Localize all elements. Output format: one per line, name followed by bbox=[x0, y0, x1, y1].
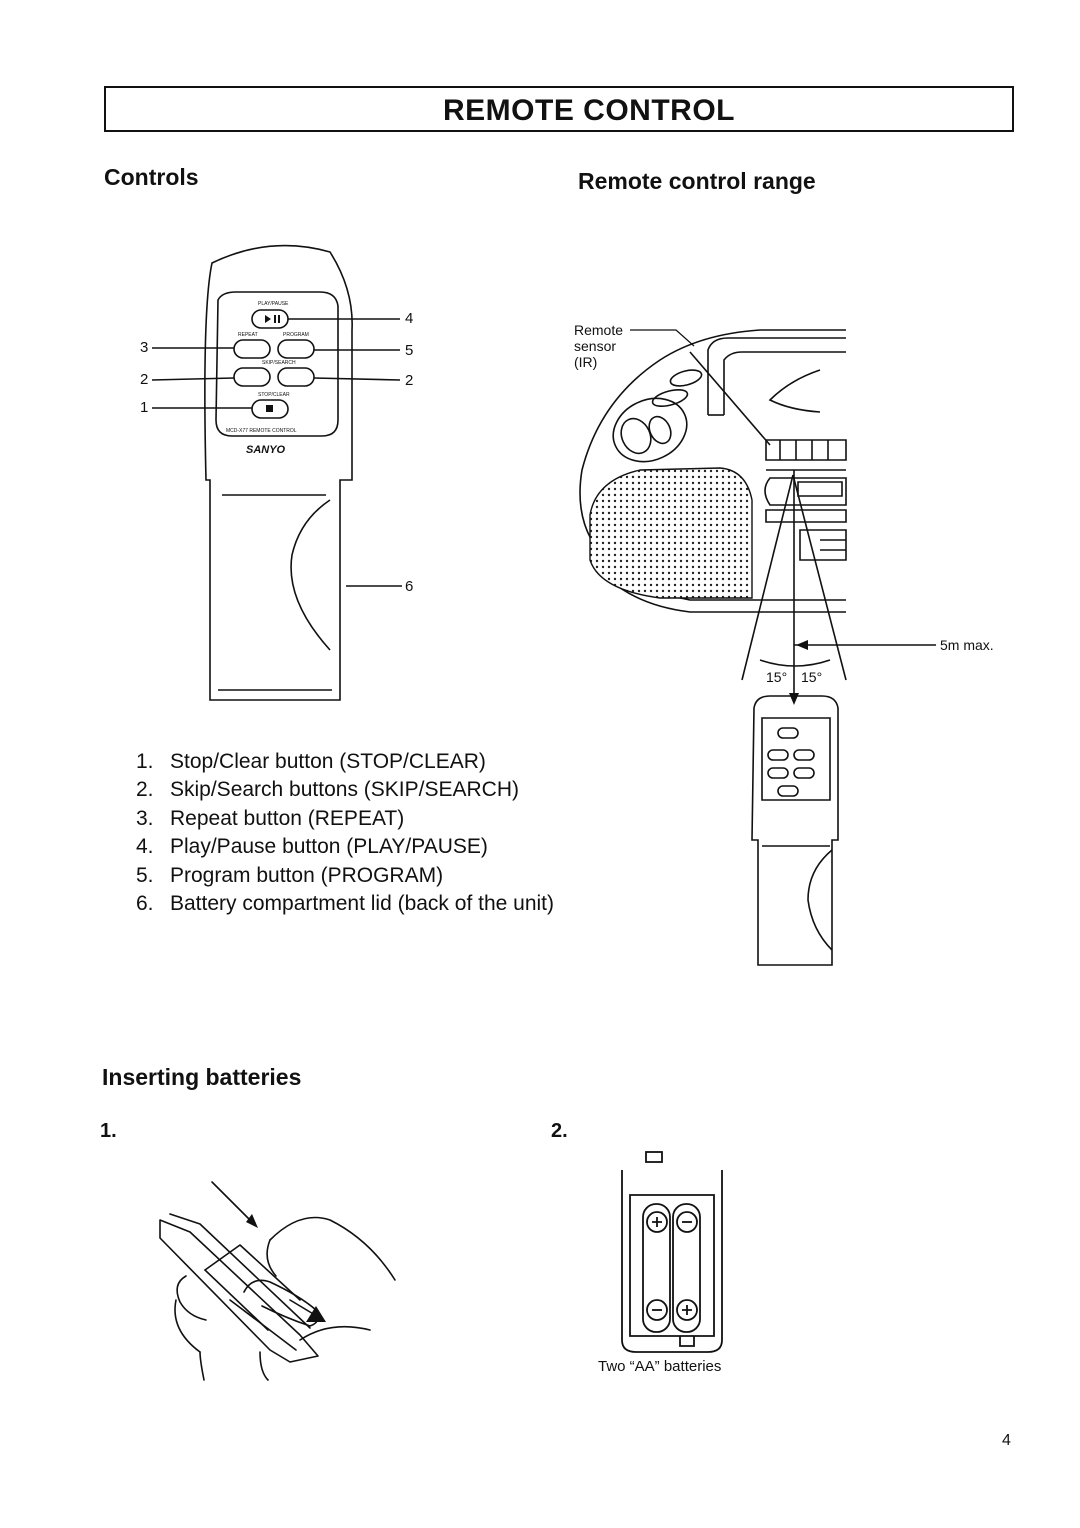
batteries-heading: Inserting batteries bbox=[102, 1064, 302, 1090]
list-item: 2.Skip/Search buttons (SKIP/SEARCH) bbox=[136, 778, 519, 802]
batteries-caption: Two “AA” batteries bbox=[598, 1358, 722, 1375]
program-label: PROGRAM bbox=[283, 332, 309, 338]
range-heading: Remote control range bbox=[578, 168, 816, 194]
play-pause-label: PLAY/PAUSE bbox=[258, 301, 289, 307]
callout-5: 5 bbox=[405, 342, 414, 359]
list-item: 6.Battery compartment lid (back of the u… bbox=[136, 892, 554, 916]
callout-6: 6 bbox=[405, 578, 414, 595]
page-number: 4 bbox=[1002, 1432, 1011, 1449]
distance-label: 5m max. bbox=[940, 637, 994, 653]
sensor-label: Remote sensor (IR) bbox=[574, 322, 624, 370]
brand-logo: SANYO bbox=[246, 444, 286, 456]
list-item: 5.Program button (PROGRAM) bbox=[136, 863, 444, 887]
list-item: 4.Play/Pause button (PLAY/PAUSE) bbox=[136, 835, 488, 859]
page-title: REMOTE CONTROL bbox=[443, 94, 735, 127]
step-2-label: 2. bbox=[551, 1120, 568, 1142]
step-1-label: 1. bbox=[100, 1120, 117, 1142]
list-item: 3.Repeat button (REPEAT) bbox=[136, 806, 405, 830]
controls-list: 1.Stop/Clear button (STOP/CLEAR) 2.Skip/… bbox=[136, 748, 554, 918]
model-label: MCD-X77 REMOTE CONTROL bbox=[226, 428, 297, 434]
list-item: 1.Stop/Clear button (STOP/CLEAR) bbox=[136, 750, 486, 773]
stop-clear-label: STOP/CLEAR bbox=[258, 392, 290, 398]
repeat-label: REPEAT bbox=[238, 332, 258, 338]
callout-3: 3 bbox=[140, 339, 149, 356]
angle-right-label: 15° bbox=[801, 669, 823, 685]
callout-2-right: 2 bbox=[405, 372, 414, 389]
controls-heading: Controls bbox=[104, 164, 199, 190]
angle-left-label: 15° bbox=[766, 669, 788, 685]
skip-search-label: SKIP/SEARCH bbox=[262, 360, 296, 366]
title-box: REMOTE CONTROL bbox=[104, 86, 1014, 132]
callout-4: 4 bbox=[405, 310, 414, 327]
callout-1: 1 bbox=[140, 399, 149, 416]
callout-2-left: 2 bbox=[140, 371, 149, 388]
